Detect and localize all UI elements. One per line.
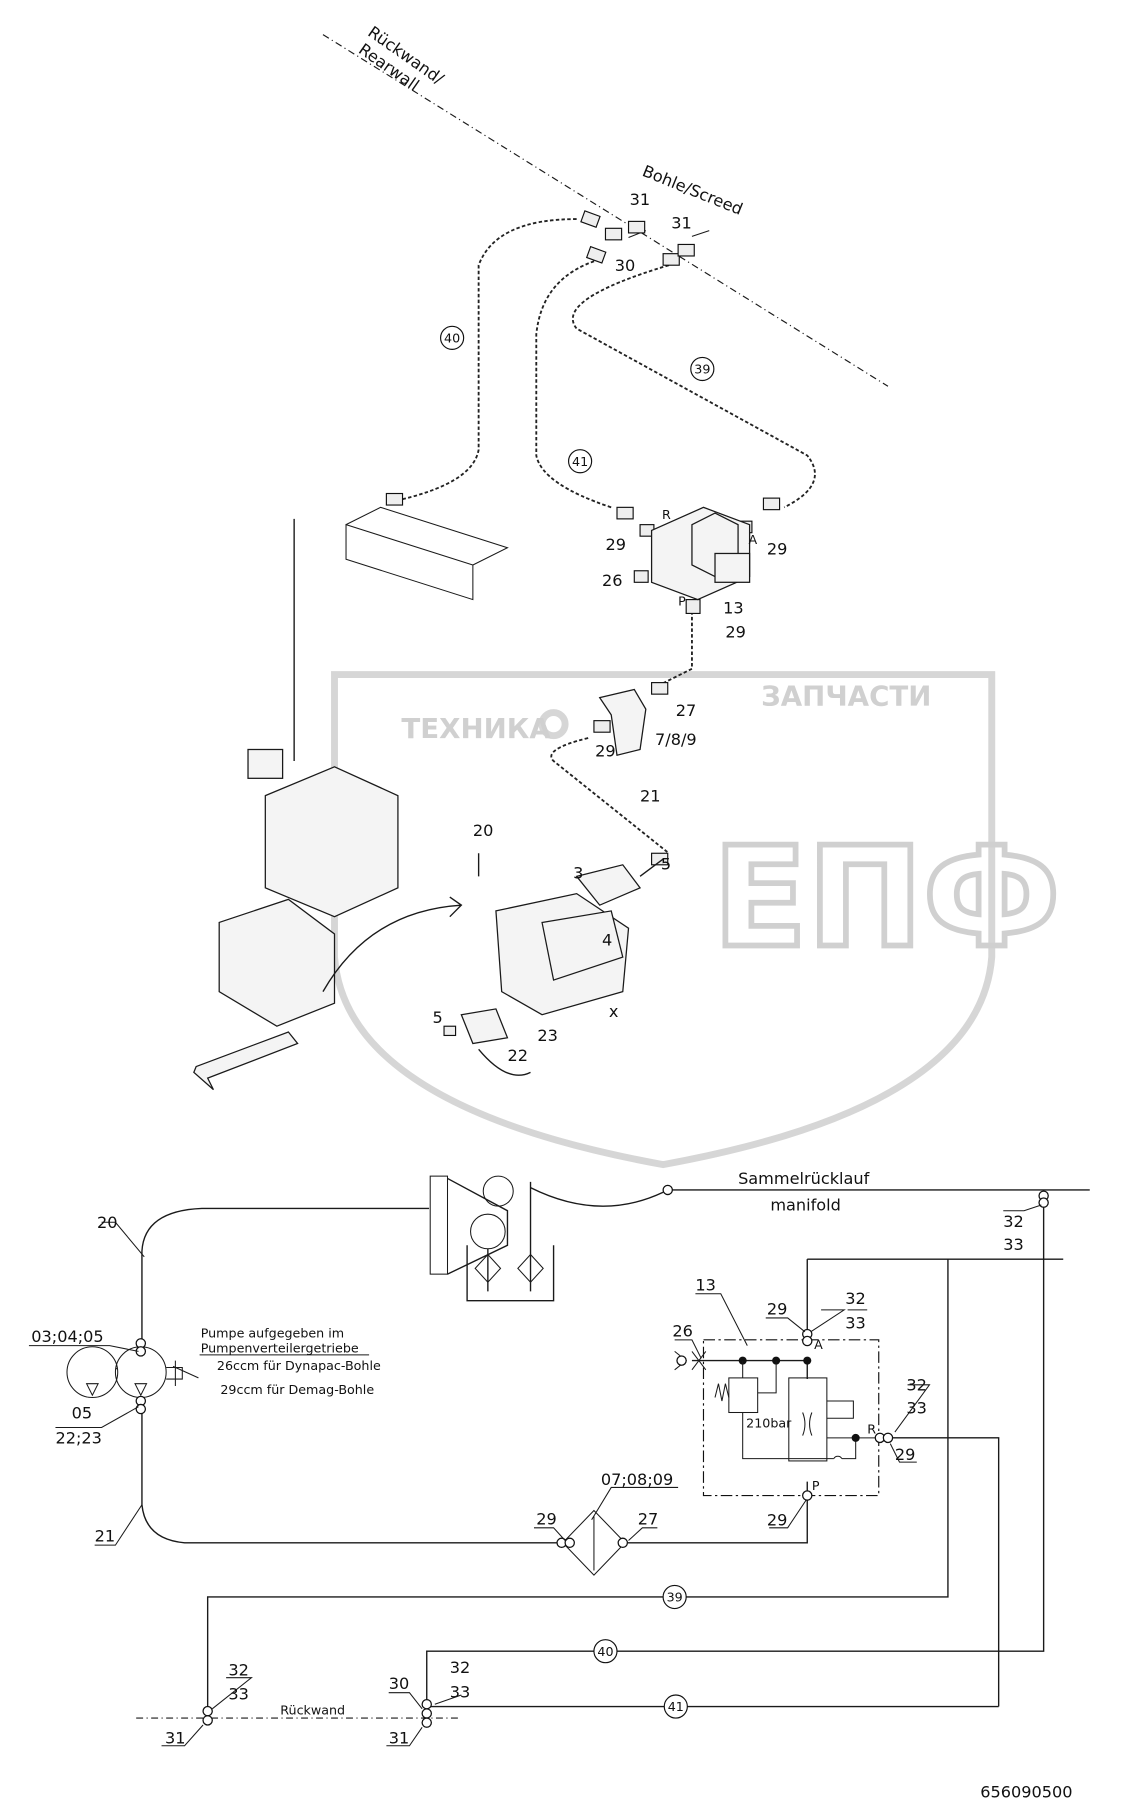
- callout-13: 13: [723, 598, 744, 617]
- callout-31: 31: [671, 213, 692, 232]
- callout-22-23: 22;23: [55, 1429, 101, 1448]
- watermark-text-left: ТЕХНИКА: [401, 712, 551, 745]
- manifold-label: manifold: [770, 1196, 841, 1215]
- callout-32: 32: [906, 1376, 927, 1395]
- callout-31: 31: [165, 1728, 186, 1747]
- callout-31: 31: [389, 1728, 410, 1747]
- callout-07-08-09: 07;08;09: [601, 1470, 673, 1489]
- port-a-label: A: [748, 532, 757, 547]
- callout-39: 39: [694, 362, 710, 377]
- line-40-label: 40: [597, 1644, 613, 1659]
- callout-20: 20: [473, 821, 494, 840]
- callout-33: 33: [450, 1682, 471, 1701]
- callout-23: 23: [537, 1026, 558, 1045]
- pump-variant-demag: 29ccm für Demag-Bohle: [220, 1382, 374, 1397]
- callout-26: 26: [672, 1321, 693, 1340]
- callout-22: 22: [507, 1046, 528, 1065]
- callout-29: 29: [595, 741, 616, 760]
- pump-note: Pumpenverteilergetriebe: [201, 1341, 359, 1356]
- callout-32: 32: [845, 1289, 866, 1308]
- callout-29: 29: [895, 1445, 916, 1464]
- watermark-text-right: ЗАПЧАСТИ: [761, 680, 931, 713]
- callout-20: 20: [97, 1213, 118, 1232]
- callout-30: 30: [389, 1674, 410, 1693]
- callout-33: 33: [1003, 1235, 1024, 1254]
- callout-26: 26: [602, 571, 623, 590]
- callout-29: 29: [767, 1299, 788, 1318]
- rearwall-label: Rückwand: [280, 1703, 345, 1718]
- callout-29: 29: [725, 623, 746, 642]
- callout-30: 30: [615, 256, 636, 275]
- callout-29: 29: [536, 1509, 557, 1528]
- port-a-label: A: [814, 1337, 823, 1352]
- callout-13: 13: [695, 1275, 716, 1294]
- callout-40: 40: [444, 330, 460, 345]
- pump-variant-dynapac: 26ccm für Dynapac-Bohle: [217, 1358, 381, 1373]
- line-39-label: 39: [667, 1590, 683, 1605]
- watermark-lettering: ТЕХНИКА ЗАПЧАСТИ ЕПФ: [401, 680, 1063, 982]
- callout-5: 5: [661, 854, 671, 873]
- port-r-label: R: [867, 1421, 876, 1436]
- port-p-label: P: [812, 1478, 820, 1493]
- port-r-label: R: [662, 507, 671, 522]
- pressure-setting: 210bar: [746, 1415, 792, 1430]
- screed-label: Bohle/Screed: [640, 161, 746, 218]
- watermark-logo: [331, 671, 996, 1169]
- callout-29: 29: [767, 540, 788, 559]
- callout-33: 33: [228, 1685, 249, 1704]
- callout-21: 21: [640, 786, 661, 805]
- callout-27: 27: [638, 1509, 659, 1528]
- callout-4: 4: [602, 931, 612, 950]
- callout-33: 33: [906, 1399, 927, 1418]
- callout-32: 32: [450, 1658, 471, 1677]
- callout-03-04-05: 03;04;05: [31, 1327, 103, 1346]
- callout-31: 31: [630, 190, 651, 209]
- return-line-label: Sammelrücklauf: [738, 1169, 870, 1188]
- callout-3: 3: [573, 864, 583, 883]
- callout-7-8-9: 7/8/9: [655, 730, 697, 749]
- callout-27: 27: [676, 701, 697, 720]
- callout-29: 29: [605, 535, 626, 554]
- hydraulic-schematic: Sammelrücklauf manifold 20 03;04;05 05 2…: [28, 1169, 1090, 1747]
- drawing-number: 656090500: [980, 1783, 1072, 1802]
- callout-05: 05: [72, 1403, 93, 1422]
- callout-32: 32: [228, 1660, 249, 1679]
- callout-41: 41: [572, 454, 588, 469]
- callout-21: 21: [95, 1527, 116, 1546]
- callout-5: 5: [433, 1008, 443, 1027]
- callout-32: 32: [1003, 1212, 1024, 1231]
- pump-note: Pumpe aufgegeben im: [201, 1326, 344, 1341]
- callout-33: 33: [845, 1313, 866, 1332]
- watermark-text-big: ЕПФ: [713, 818, 1061, 979]
- callout-29: 29: [767, 1511, 788, 1530]
- line-41-label: 41: [668, 1699, 684, 1714]
- port-p-label: P: [678, 593, 686, 608]
- callout-x: x: [609, 1002, 619, 1021]
